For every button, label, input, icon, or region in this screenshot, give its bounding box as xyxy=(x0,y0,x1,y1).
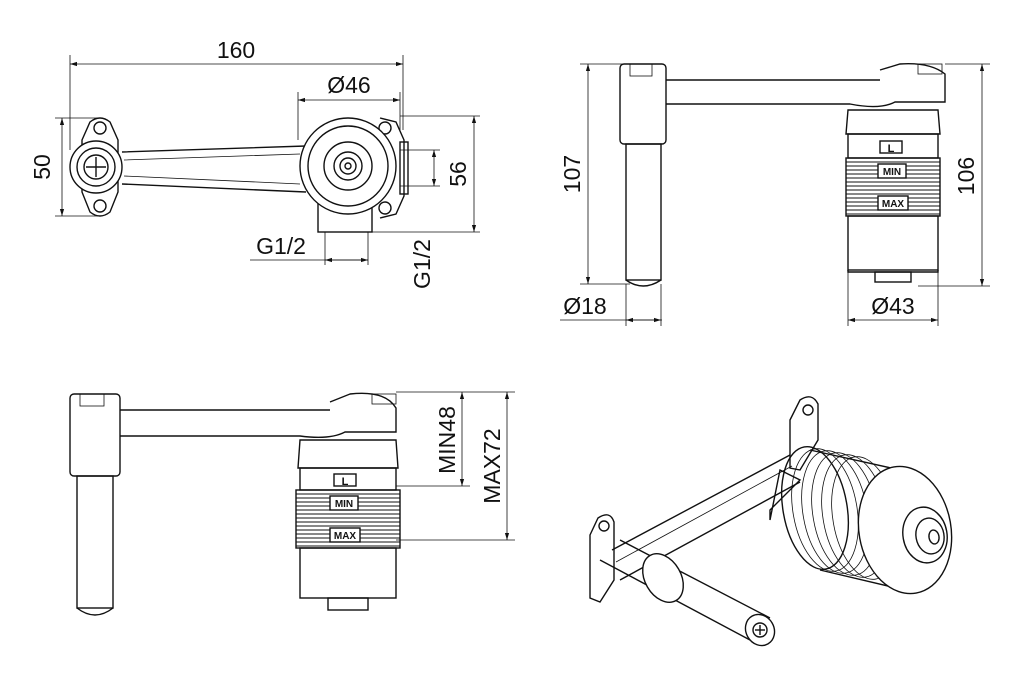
dim-body-diameter-side: Ø43 xyxy=(871,293,914,319)
side-label-l: L xyxy=(888,143,895,155)
dim-max-depth: MAX72 xyxy=(479,428,505,503)
front-label-min: MIN xyxy=(335,499,353,510)
front-view: L MIN MAX MIN48 MAX72 xyxy=(69,391,515,616)
top-view: 160 Ø46 50 56 G1/2 G1/2 xyxy=(29,37,480,289)
side-view: L MIN MAX 107 106 Ø18 Ø43 xyxy=(559,63,990,326)
side-label-max: MAX xyxy=(882,199,905,210)
dim-overall-length: 160 xyxy=(217,37,255,63)
front-label-l: L xyxy=(342,476,349,488)
dim-body-diameter: Ø46 xyxy=(327,72,370,98)
side-label-min: MIN xyxy=(883,167,901,178)
isometric-view xyxy=(589,396,953,647)
dim-body-height: 56 xyxy=(445,161,471,187)
dim-thread-horizontal: G1/2 xyxy=(256,233,306,259)
dim-height: 50 xyxy=(29,154,55,180)
dim-min-depth: MIN48 xyxy=(434,406,460,474)
dim-height-right: 106 xyxy=(953,157,979,195)
dim-height-left: 107 xyxy=(559,155,585,193)
front-label-max: MAX xyxy=(334,531,357,542)
dim-pipe-diameter: Ø18 xyxy=(563,293,606,319)
dim-thread-vertical: G1/2 xyxy=(409,239,435,289)
